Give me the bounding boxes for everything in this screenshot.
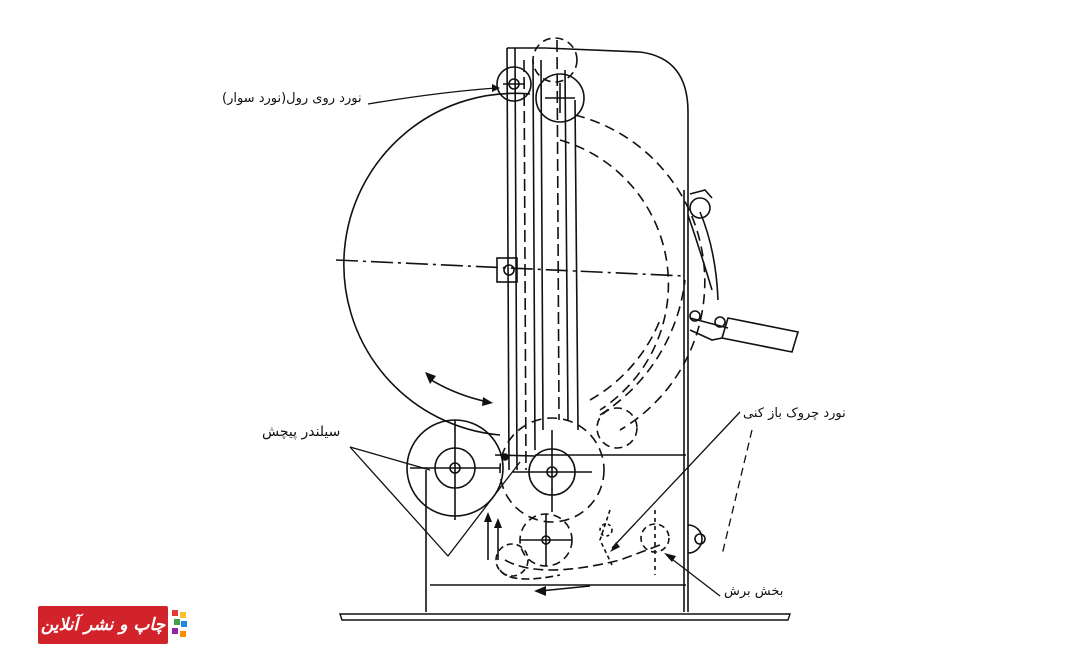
paper-web-2: [499, 569, 561, 580]
winding-pointer: [349, 446, 521, 558]
base-plate: [339, 613, 791, 621]
rail-3: [532, 59, 536, 451]
rider-roller-label: نورد روی رول(نورد سوار): [222, 91, 362, 106]
rotation-arrow: [427, 377, 489, 403]
upper-right-roller: [689, 197, 711, 219]
logo-square: [181, 621, 187, 627]
nip-dot: [501, 453, 509, 461]
paper-reel: [343, 92, 531, 436]
rail-6: [574, 99, 579, 431]
rail-4: [540, 59, 544, 431]
right-roller: [687, 524, 703, 554]
logo-color-squares: [172, 610, 188, 640]
lower-roller-small: [495, 543, 529, 577]
logo-square: [172, 628, 178, 634]
frame-outline: [544, 47, 689, 612]
rider-roller-large: [535, 73, 585, 123]
nip-line: [494, 454, 536, 457]
rail-2: [514, 47, 518, 471]
logo-square: [180, 631, 186, 637]
cutting-pointer: [667, 555, 721, 597]
rail-5: [564, 69, 569, 421]
paper-web: [504, 544, 661, 571]
reversing-roller: [596, 407, 638, 449]
winding-cylinder-right-dashed: [499, 417, 605, 523]
paper-reel-dashed-outer: [599, 279, 686, 416]
rail-1: [506, 47, 510, 471]
paper-reel-dashed-inner: [559, 139, 670, 411]
logo-box: [38, 606, 168, 644]
rail-dashed-1: [523, 59, 527, 471]
rider-roller-small: [496, 66, 532, 102]
reel-centerline: [335, 259, 685, 277]
reversing-pointer-dashed: [721, 429, 753, 556]
reversing-pointer: [611, 411, 741, 549]
reversing-roller-label: نورد چروک باز کنی: [743, 406, 846, 421]
winding-cylinder-label: سیلندر پیچش: [262, 424, 341, 440]
rider-pointer: [367, 87, 497, 105]
pneumatic-cylinder: [720, 317, 800, 353]
paper-reel-dashed-inner2: [589, 319, 661, 401]
rail-dashed-2: [556, 39, 560, 421]
rider-roller-upper-dashed: [532, 37, 578, 83]
logo-square: [172, 610, 178, 616]
cutting-knife: [599, 509, 613, 566]
logo-square: [174, 619, 180, 625]
publisher-logo: چاپ و نشر آنلاین: [38, 606, 188, 644]
paper-reel-dashed: [574, 114, 706, 431]
carriage-bracket: [496, 257, 518, 283]
upper-right-arm: [687, 214, 713, 291]
logo-square: [180, 612, 186, 618]
web-arrow: [539, 585, 591, 592]
logo-text: چاپ و نشر آنلاین: [40, 615, 166, 635]
cutting-section-label: بخش برش: [724, 584, 784, 599]
